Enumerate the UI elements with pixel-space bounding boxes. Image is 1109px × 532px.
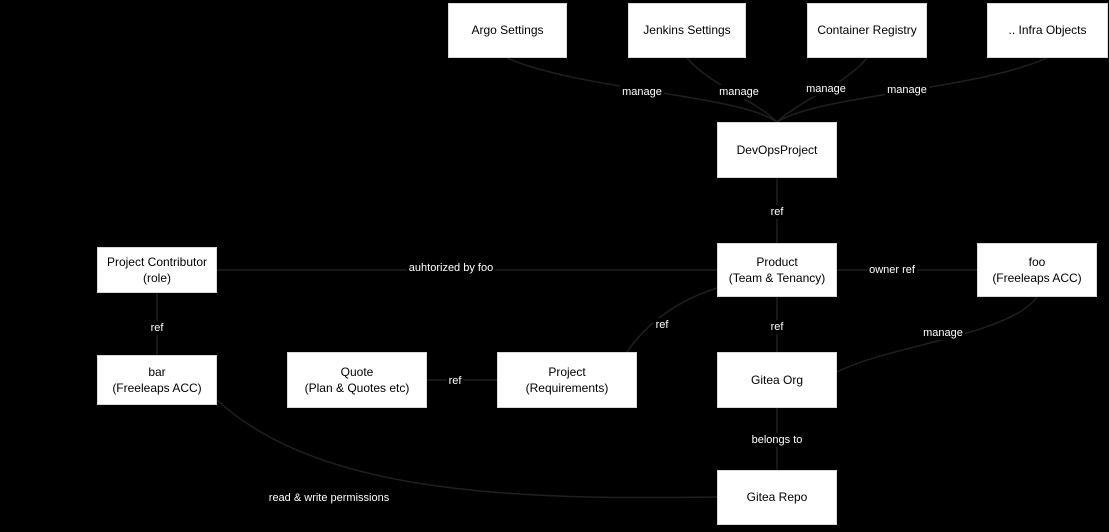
node-project-contributor: Project Contributor (role) [97, 247, 217, 293]
node-container-registry-label: Container Registry [817, 23, 917, 38]
node-quote-label: Quote (Plan & Quotes etc) [304, 364, 410, 395]
edge-label-manage-argo: manage [620, 85, 664, 99]
node-gitea-repo-label: Gitea Repo [746, 490, 808, 505]
node-infra-objects: .. Infra Objects [987, 3, 1108, 58]
node-project-contributor-label: Project Contributor (role) [106, 254, 208, 285]
node-project: Project (Requirements) [497, 352, 637, 408]
edge-label-belongs-to: belongs to [749, 433, 805, 447]
node-container-registry: Container Registry [807, 3, 927, 58]
edge-label-owner-ref: owner ref [867, 263, 917, 277]
node-foo-account-label: foo (Freeleaps ACC) [992, 254, 1082, 285]
edge-label-manage-jenkins: manage [717, 85, 761, 99]
edge-label-ref-product-org: ref [768, 320, 786, 334]
node-bar-account: bar (Freeleaps ACC) [97, 355, 217, 405]
node-foo-account: foo (Freeleaps ACC) [977, 243, 1097, 297]
edge-label-ref-quote-project: ref [446, 374, 464, 388]
node-jenkins-settings-label: Jenkins Settings [643, 23, 731, 38]
node-product: Product (Team & Tenancy) [717, 243, 837, 297]
node-gitea-repo: Gitea Repo [717, 470, 837, 525]
node-jenkins-settings: Jenkins Settings [628, 3, 746, 58]
node-infra-objects-label: .. Infra Objects [1008, 23, 1087, 38]
node-gitea-org: Gitea Org [717, 352, 837, 408]
edge-label-manage-infra: manage [885, 83, 929, 97]
node-gitea-org-label: Gitea Org [750, 372, 804, 387]
edge-label-ref-contributor-bar: ref [148, 321, 166, 335]
node-bar-account-label: bar (Freeleaps ACC) [112, 364, 202, 395]
node-devops-project-label: DevOpsProject [736, 142, 818, 157]
edge-label-ref-devops-product: ref [768, 205, 786, 219]
node-project-label: Project (Requirements) [525, 364, 609, 395]
node-argo-settings-label: Argo Settings [471, 23, 544, 38]
edge-label-manage-foo-org: manage [921, 326, 965, 340]
edge-label-manage-registry: manage [804, 82, 848, 96]
edge-project-product [626, 287, 718, 353]
edge-label-ref-project-product: ref [653, 318, 671, 332]
edge-label-read-write-perms: read & write permissions [266, 491, 392, 505]
node-devops-project: DevOpsProject [717, 122, 837, 178]
edge-label-authorized-by-foo: auhtorized by foo [406, 261, 496, 275]
node-argo-settings: Argo Settings [448, 3, 567, 58]
edge-bar-repo [216, 399, 718, 499]
node-quote: Quote (Plan & Quotes etc) [287, 352, 427, 408]
node-product-label: Product (Team & Tenancy) [728, 254, 826, 285]
